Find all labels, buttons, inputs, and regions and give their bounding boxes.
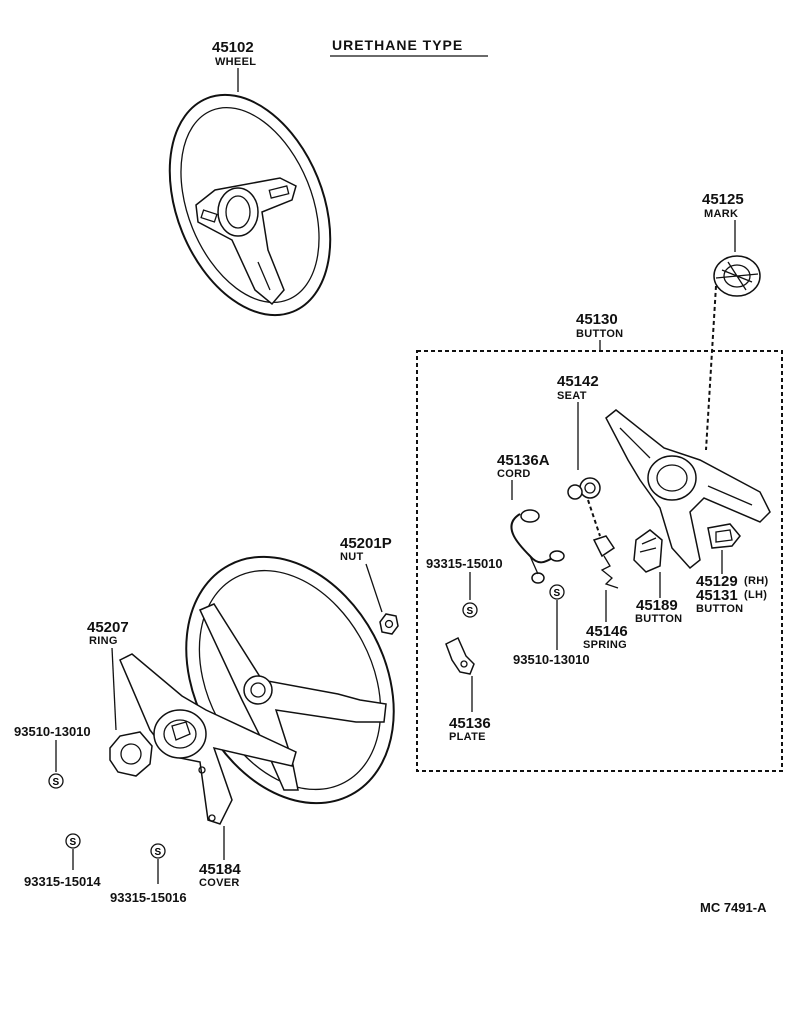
- ring-part-number: 45207: [87, 619, 129, 636]
- cord-icon: [510, 509, 565, 584]
- standard-part-symbol-text: S: [467, 606, 474, 617]
- nut-icon: [379, 613, 399, 635]
- plate-part-label: PLATE: [449, 731, 486, 743]
- plate-icon: [445, 636, 475, 675]
- seat-dashed-guide: [587, 499, 601, 537]
- standard-part-symbol-icon: S: [65, 833, 81, 849]
- button-lh-part-label: BUTTON: [696, 603, 743, 615]
- seat-icon: [567, 477, 601, 500]
- screw-e-part-number: 93315-15016: [110, 890, 187, 905]
- mark-part-label: MARK: [704, 208, 738, 220]
- button-rh-suffix: (RH): [744, 575, 768, 587]
- standard-part-symbol-text: S: [554, 588, 561, 599]
- button-center-part-number: 45189: [636, 597, 678, 614]
- button-rh-part-number: 45129: [696, 573, 738, 590]
- mark-part-number: 45125: [702, 191, 744, 208]
- screw-c-part-number: 93510-13010: [14, 724, 91, 739]
- wheel-part-label: WHEEL: [215, 56, 256, 68]
- button-assy-part-label: BUTTON: [576, 328, 623, 340]
- standard-part-symbol-icon: S: [150, 843, 166, 859]
- standard-part-symbol-icon: S: [549, 584, 565, 600]
- plate-part-number: 45136: [449, 715, 491, 732]
- ring-icon: [109, 731, 153, 777]
- nut-part-number: 45201P: [340, 535, 392, 552]
- standard-part-symbol-text: S: [53, 777, 60, 788]
- cover-part-number: 45184: [199, 861, 241, 878]
- cover-icon: [119, 653, 297, 825]
- cover-part-label: COVER: [199, 877, 240, 889]
- cord-part-label: CORD: [497, 468, 531, 480]
- button-lh-part-number: 45131: [696, 587, 738, 604]
- spring-part-number: 45146: [586, 623, 628, 640]
- button-hub-icon: [605, 409, 771, 570]
- center-button-icon: [633, 529, 663, 573]
- mark-dashed-guide: [705, 285, 717, 451]
- spring-part-label: SPRING: [583, 639, 627, 651]
- side-button-icon: [707, 523, 741, 549]
- standard-part-symbol-icon: S: [462, 602, 478, 618]
- button-assy-part-number: 45130: [576, 311, 618, 328]
- steering-wheel-icon: [185, 555, 395, 805]
- button-lh-suffix: (LH): [744, 589, 767, 601]
- wheel-part-number: 45102: [212, 39, 254, 56]
- nut-part-label: NUT: [340, 551, 364, 563]
- screw-d-part-number: 93315-15014: [24, 874, 101, 889]
- seat-part-number: 45142: [557, 373, 599, 390]
- standard-part-symbol-text: S: [155, 847, 162, 858]
- ring-part-label: RING: [89, 635, 118, 647]
- nut-leader-line: [365, 563, 383, 613]
- standard-part-symbol-icon: S: [48, 773, 64, 789]
- spring-icon: [592, 535, 619, 589]
- ring-leader-line: [111, 647, 117, 731]
- button-center-part-label: BUTTON: [635, 613, 682, 625]
- button-assembly-box: [416, 350, 783, 772]
- seat-part-label: SEAT: [557, 390, 587, 402]
- cord-part-number: 45136A: [497, 452, 550, 469]
- screw-b-part-number: 93510-13010: [513, 652, 590, 667]
- diagram-title: URETHANE TYPE: [332, 37, 463, 53]
- steering-wheel-icon: [168, 93, 332, 317]
- screw-a-part-number: 93315-15010: [426, 556, 503, 571]
- drawing-code: MC 7491-A: [700, 900, 767, 915]
- standard-part-symbol-text: S: [70, 837, 77, 848]
- mark-emblem-icon: [713, 255, 761, 297]
